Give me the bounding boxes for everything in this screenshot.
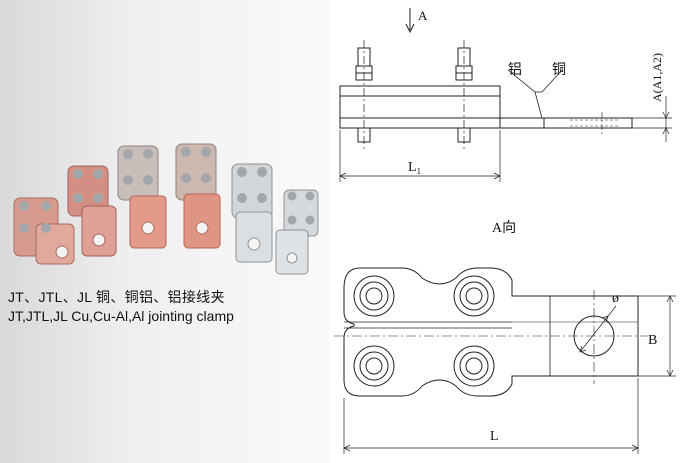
view-a-title: A向	[492, 220, 516, 236]
clamp-outline	[343, 267, 639, 397]
bolt-top-right-lower	[453, 345, 495, 387]
terminal-hole	[573, 315, 615, 357]
caption-chinese: JT、JTL、JL 铜、铜铝、铝接线夹	[8, 289, 225, 305]
view-arrow-label: A	[418, 8, 428, 23]
terminal-plate	[339, 117, 633, 129]
clamp-aluminum-2	[275, 189, 319, 275]
label-copper: 铜	[552, 62, 566, 78]
side-view: A 铝 铜	[339, 8, 672, 182]
caption-english: JT,JTL,JL Cu,Cu-Al,Al jointing clamp	[8, 308, 234, 324]
top-view: ø B L	[334, 267, 676, 454]
bolt-top-left-upper	[353, 275, 395, 317]
label-aluminum: 铝	[508, 62, 522, 78]
dim-a-label: A(A1,A2)	[650, 53, 664, 102]
clamp-copper-long	[67, 165, 117, 257]
technical-drawing: A 铝 铜	[334, 8, 676, 454]
dim-l1-label: L₁	[408, 160, 421, 175]
product-photo-panel: JT、JTL、JL 铜、铜铝、铝接线夹 JT,JTL,JL Cu,Cu-Al,A…	[0, 0, 330, 463]
view-arrow-head	[405, 23, 415, 34]
dim-b-label: B	[648, 333, 657, 348]
clamp-body-top	[339, 85, 501, 97]
clamp-product-photo	[13, 143, 319, 275]
bolt-top-left-lower	[353, 345, 395, 387]
clamp-aluminum-1	[231, 163, 273, 263]
dim-l-label: L	[490, 429, 499, 444]
clamp-cu-al-2	[175, 143, 221, 249]
dim-phi-label: ø	[612, 291, 619, 306]
bolt-top-right-upper	[453, 275, 495, 317]
clamp-cu-al-1	[117, 145, 167, 249]
clamp-copper-small	[13, 197, 75, 265]
